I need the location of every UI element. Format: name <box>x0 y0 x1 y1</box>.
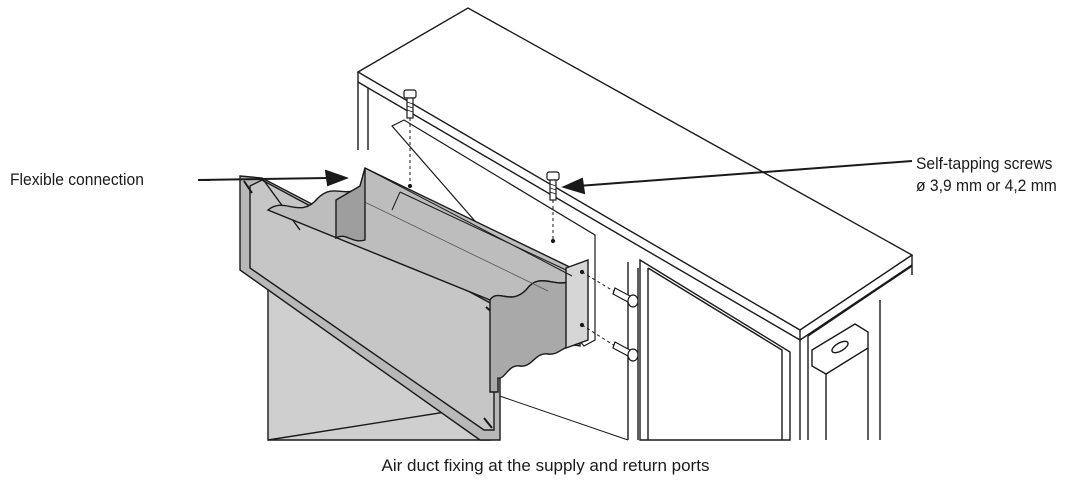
inspection-door <box>639 258 791 441</box>
screw-side-2 <box>579 322 639 362</box>
mounting-bracket <box>811 323 869 440</box>
unit-housing <box>356 7 914 441</box>
leader-lines <box>197 160 913 195</box>
flexible-connection-label: Flexible connection <box>10 170 144 189</box>
screws <box>403 89 639 362</box>
figure-caption: Air duct fixing at the supply and return… <box>381 456 710 475</box>
screws-leader-line <box>577 160 913 187</box>
self-tapping-screws-label: Self-tapping screws ø 3,9 mm or 4,2 mm <box>916 153 1057 197</box>
flex-leader-line <box>197 177 329 181</box>
screw-top-1 <box>403 89 417 189</box>
screws-arrow-icon <box>561 177 586 195</box>
flex-front-face <box>489 270 581 393</box>
flex-arrow-icon <box>324 169 349 187</box>
flexible-connection <box>266 167 589 393</box>
screw-side-1 <box>579 269 639 308</box>
screw-top-2 <box>546 171 560 244</box>
screws-label-line1: Self-tapping screws <box>916 154 1053 173</box>
screws-label-line2: ø 3,9 mm or 4,2 mm <box>916 176 1057 195</box>
bracket-slot-icon <box>831 340 849 354</box>
